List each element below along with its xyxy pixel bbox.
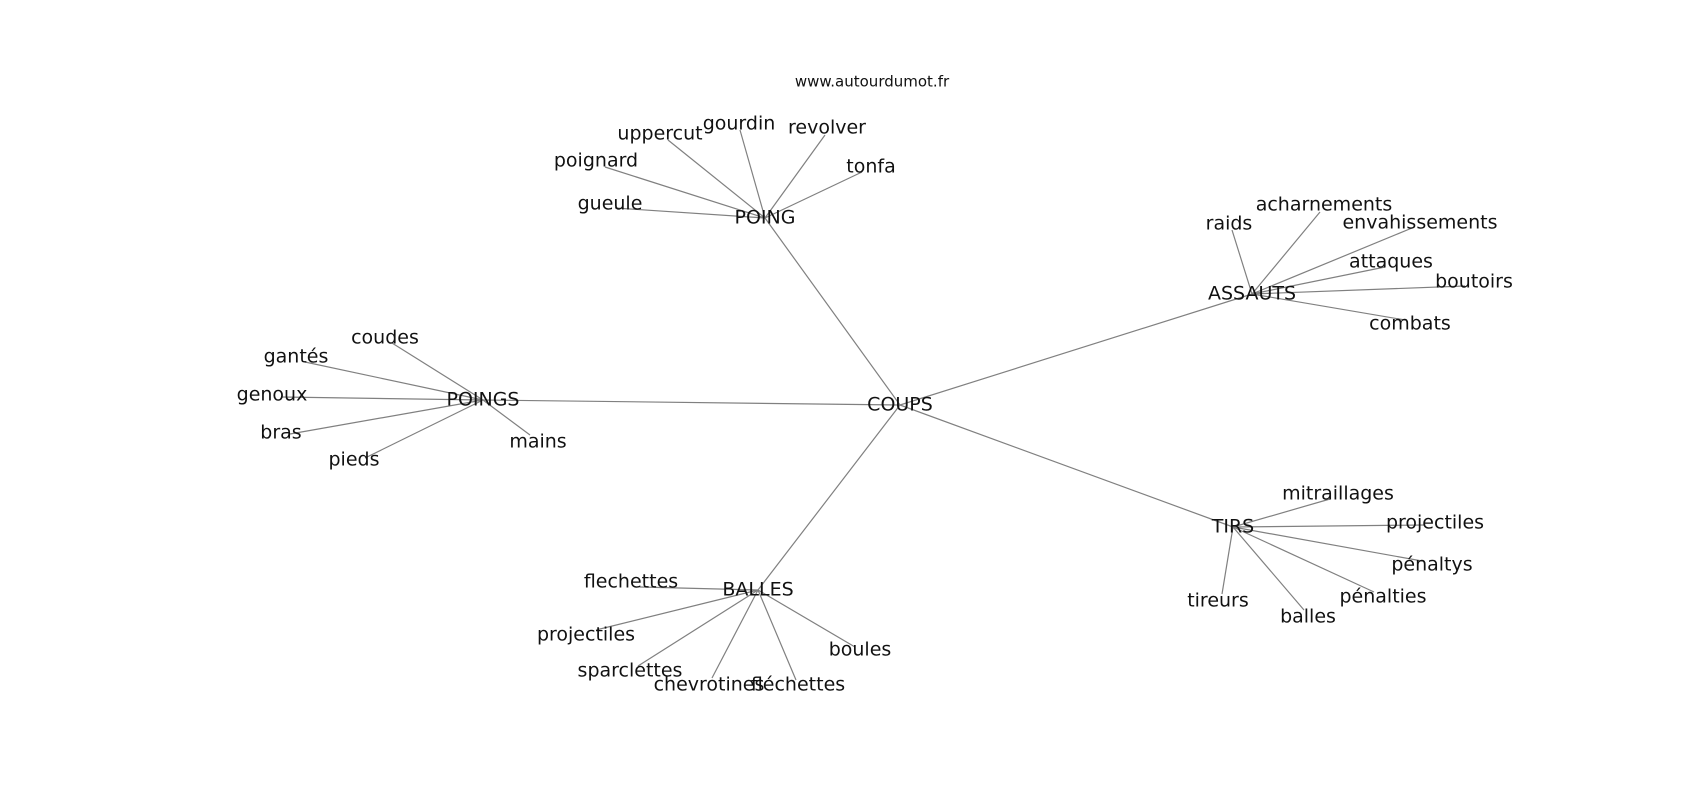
edge-poing-word <box>764 134 826 219</box>
hub-node-label-tirs: TIRS <box>1211 516 1254 538</box>
word-node-label: attaques <box>1349 251 1433 273</box>
edge-center-assauts <box>899 293 1253 406</box>
edge-poing-word <box>604 166 766 219</box>
word-node-label: gantés <box>264 346 329 368</box>
center-node-label: COUPS <box>867 394 933 416</box>
edge-tirs-word <box>1221 526 1234 595</box>
word-node-label: bras <box>260 422 301 444</box>
word-node-label: revolver <box>788 117 866 139</box>
edge-assauts-word <box>1231 229 1253 295</box>
word-node-label: tireurs <box>1187 590 1249 612</box>
word-node-label: flechettes <box>584 571 678 593</box>
word-node-label: coudes <box>351 327 419 349</box>
word-node-label: balles <box>1280 606 1336 628</box>
hub-node-label-balles: BALLES <box>722 579 793 601</box>
edge-center-tirs <box>899 404 1234 528</box>
word-node-label: acharnements <box>1256 194 1393 216</box>
edge-center-poing <box>764 217 901 406</box>
edge-tirs-word <box>1232 526 1305 611</box>
edge-assauts-word <box>1251 266 1386 295</box>
word-node-label: fléchettes <box>751 674 845 696</box>
edge-center-balles <box>757 404 901 591</box>
edge-assauts-word <box>1251 285 1466 295</box>
word-node-label: boutoirs <box>1435 271 1513 293</box>
word-node-label: pénalties <box>1339 586 1426 608</box>
word-node-label: envahissements <box>1342 212 1497 234</box>
edge-balles-word <box>637 589 759 667</box>
edge-balles-word <box>757 589 856 648</box>
edge-poings-word <box>304 361 484 401</box>
edge-tirs-word <box>1232 498 1331 528</box>
word-node-label: genoux <box>237 384 308 406</box>
edge-tirs-word <box>1232 526 1423 562</box>
edge-poings-word <box>391 342 484 401</box>
edge-poing-word <box>667 139 766 219</box>
word-node-label: poignard <box>554 150 638 172</box>
hub-node-label-poings: POINGS <box>446 389 519 411</box>
edge-assauts-word <box>1251 211 1321 295</box>
edge-balles-word <box>595 589 759 631</box>
word-node-label: combats <box>1369 313 1451 335</box>
edge-poing-word <box>739 129 766 219</box>
hub-node-label-assauts: ASSAUTS <box>1208 283 1296 305</box>
edge-poings-word <box>289 399 484 435</box>
source-watermark: www.autourdumot.fr <box>795 73 950 91</box>
edge-poings-word <box>364 399 484 459</box>
word-node-label: tonfa <box>846 156 895 178</box>
word-node-label: gourdin <box>703 113 776 135</box>
word-node-label: raids <box>1206 213 1253 235</box>
edge-poings-word <box>281 396 484 401</box>
word-node-label: pénaltys <box>1391 554 1472 576</box>
edge-poings-word <box>482 399 531 436</box>
graph-edges <box>281 129 1466 681</box>
word-node-label: projectiles <box>1386 512 1484 534</box>
word-node-label: mitraillages <box>1282 483 1394 505</box>
edge-poing-word <box>764 171 863 219</box>
edge-assauts-word <box>1251 227 1413 295</box>
word-node-label: projectiles <box>537 624 635 646</box>
edge-balles-word <box>639 586 759 591</box>
edge-assauts-word <box>1251 293 1406 321</box>
word-node-label: sparclettes <box>578 660 683 682</box>
word-node-label: chevrotines <box>654 674 765 696</box>
word-node-label: uppercut <box>617 123 702 145</box>
word-node-label: pieds <box>329 449 380 471</box>
edge-balles-word <box>757 589 797 681</box>
edge-poing-word <box>614 207 766 219</box>
hub-node-label-poing: POING <box>735 207 796 229</box>
edge-tirs-word <box>1232 524 1426 528</box>
word-node-label: gueule <box>578 193 643 215</box>
edge-center-poings <box>482 399 901 406</box>
edge-tirs-word <box>1232 526 1375 593</box>
edge-balles-word <box>711 589 759 679</box>
word-node-label: mains <box>509 431 566 453</box>
word-node-label: boules <box>829 639 892 661</box>
